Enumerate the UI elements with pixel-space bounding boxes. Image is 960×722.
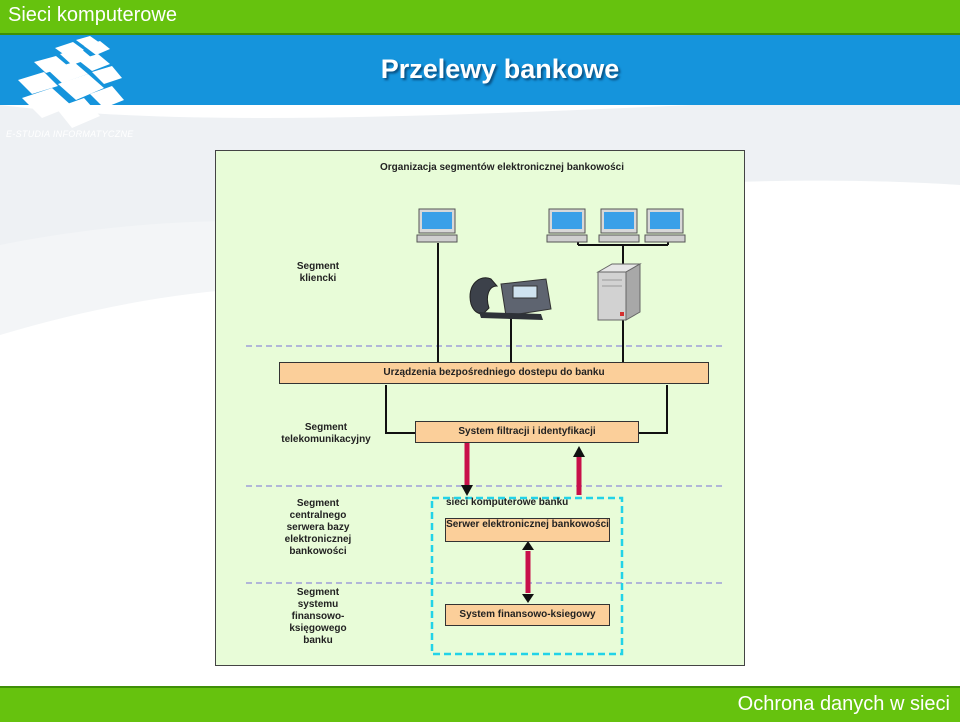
client-computer-icon bbox=[416, 208, 458, 243]
arrowhead bbox=[461, 485, 473, 496]
telephone-icon bbox=[469, 277, 552, 320]
box-direct-access-devices: Urządzenia bezpośredniego dostepu do ban… bbox=[279, 362, 709, 384]
top-bar: Sieci komputerowe bbox=[0, 0, 960, 35]
box-financial-system: System finansowo-ksiegowy bbox=[445, 604, 610, 626]
connector-line bbox=[385, 385, 415, 434]
segment-label-telecom: Segment telekomunikacyjny bbox=[281, 422, 371, 445]
client-computer-icon bbox=[598, 208, 640, 243]
segment-label-central: Segment centralnego serwera bazy elektro… bbox=[284, 498, 352, 557]
bank-network-label: sieci komputerowe banku bbox=[446, 497, 569, 508]
arrowhead bbox=[522, 594, 534, 603]
bank-network-boundary bbox=[430, 496, 624, 656]
segment-label-client: Segment kliencki bbox=[296, 261, 340, 284]
box-ebanking-server: Serwer elektronicznej bankowości bbox=[445, 518, 610, 542]
diagram-title: Organizacja segmentów elektronicznej ban… bbox=[380, 162, 624, 173]
client-computer-icon bbox=[644, 208, 686, 243]
app-name: Sieci komputerowe bbox=[8, 4, 177, 26]
diagram-lines bbox=[246, 208, 726, 656]
client-computer-icon bbox=[546, 208, 588, 243]
server-icon bbox=[596, 263, 642, 321]
page-title: Przelewy bankowe bbox=[380, 54, 620, 84]
logo-text: E-STUDIA INFORMATYCZNE bbox=[6, 129, 134, 139]
arrowhead bbox=[573, 446, 585, 457]
segment-label-financial: Segment systemu finansowo- księgowego ba… bbox=[289, 587, 347, 646]
box-filtering-system: System filtracji i identyfikacji bbox=[415, 421, 639, 443]
header-band bbox=[0, 35, 960, 105]
bottom-bar: Ochrona danych w sieci bbox=[0, 686, 960, 722]
diagram-panel: Organizacja segmentów elektronicznej ban… bbox=[215, 150, 745, 666]
logo-grid-icon bbox=[18, 36, 124, 128]
connector-line bbox=[638, 385, 668, 434]
arrowhead bbox=[522, 541, 534, 550]
footer-label: Ochrona danych w sieci bbox=[737, 693, 950, 715]
